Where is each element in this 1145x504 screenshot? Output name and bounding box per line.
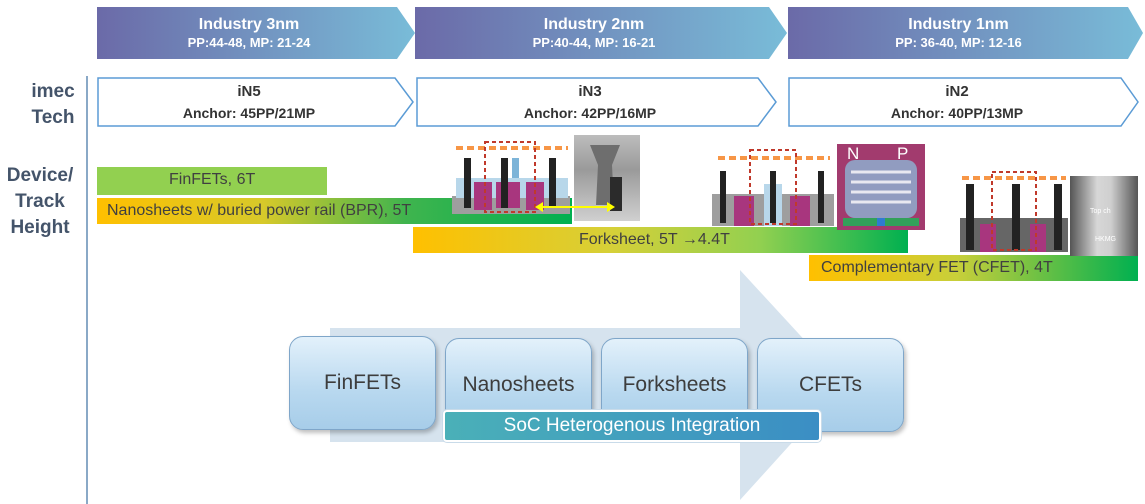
chevron-label: Industry 2nm PP:40-44, MP: 16-21 (415, 15, 773, 51)
device-bar-finfet: FinFETs, 6T (97, 167, 327, 195)
row-label-line: Height (10, 217, 70, 238)
industry-node-pitch: PP:44-48, MP: 21-24 (187, 35, 311, 50)
row-label-line: Device/ (6, 165, 74, 186)
chevron-label: iN5 Anchor: 45PP/21MP (97, 81, 401, 123)
row-label-device-track: Device/ Track Height (0, 163, 80, 241)
nanosheet-device-schematic (452, 141, 570, 214)
tem-label-p: P (897, 144, 909, 163)
device-bar-label: FinFETs, 6T (169, 171, 256, 188)
row-label-imec-tech: imec Tech (18, 79, 88, 131)
industry-chevron-2nm: Industry 2nm PP:40-44, MP: 16-21 (415, 7, 787, 59)
industry-node-pitch: PP:40-44, MP: 16-21 (532, 35, 656, 50)
cfet-device-schematic (960, 171, 1068, 252)
roadmap-card-label: Nanosheets (462, 373, 575, 396)
industry-chevron-3nm: Industry 3nm PP:44-48, MP: 21-24 (97, 7, 415, 59)
row-label-line: Track (15, 191, 65, 212)
chevron-outline (97, 77, 414, 127)
soc-integration-banner: SoC Heterogenous Integration (443, 410, 821, 442)
forksheet-device-schematic (712, 149, 834, 226)
imec-node-anchor: Anchor: 45PP/21MP (182, 105, 316, 121)
device-bar-label: Forksheet, 5T →4.4T (579, 231, 730, 248)
device-bar-cfet: Complementary FET (CFET), 4T (809, 255, 1138, 281)
soc-integration-label: SoC Heterogenous Integration (503, 415, 761, 436)
tem-structure (590, 145, 622, 211)
roadmap-card-label: Forksheets (622, 373, 727, 396)
roadmap-card-label: CFETs (799, 373, 862, 396)
device-bar-label: Complementary FET (CFET), 4T (821, 259, 1053, 276)
imec-chevron-in2: iN2 Anchor: 40PP/13MP (788, 77, 1140, 127)
tem-label-n: N (847, 144, 860, 163)
imec-chevron-in3: iN3 Anchor: 42PP/16MP (416, 77, 778, 127)
imec-chevron-in5: iN5 Anchor: 45PP/21MP (97, 77, 415, 127)
chevron-label: iN3 Anchor: 42PP/16MP (416, 81, 764, 123)
industry-chevron-1nm: Industry 1nm PP: 36-40, MP: 12-16 (788, 7, 1143, 59)
chevron-shape (97, 7, 415, 59)
chevron-outline (788, 77, 1139, 127)
chevron-shape (788, 7, 1143, 59)
timeline-divider (86, 76, 88, 504)
industry-node-pitch: PP: 36-40, MP: 12-16 (895, 35, 1022, 50)
industry-node-title: Industry 1nm (908, 16, 1009, 33)
imec-node-title: iN5 (237, 83, 261, 100)
chevron-shape (415, 7, 787, 59)
tem-structure (843, 160, 919, 226)
row-label-line: Tech (31, 107, 75, 128)
chevron-outline (416, 77, 777, 127)
industry-node-title: Industry 2nm (543, 16, 645, 33)
row-label-line: imec (31, 81, 75, 102)
tem-label-bottom: HKMG (1095, 236, 1116, 243)
roadmap-card-finfets: FinFETs (289, 336, 436, 430)
imec-node-anchor: Anchor: 40PP/13MP (890, 105, 1024, 121)
cfet-tem-image: Top ch HKMG (1070, 176, 1138, 256)
chevron-label: Industry 1nm PP: 36-40, MP: 12-16 (788, 15, 1129, 51)
imec-node-title: iN3 (578, 83, 602, 100)
device-bar-label: Nanosheets w/ buried power rail (BPR), 5… (107, 202, 412, 219)
tem-label-top: Top ch (1090, 208, 1111, 215)
imec-node-anchor: Anchor: 42PP/16MP (523, 105, 657, 121)
chevron-label: Industry 3nm PP:44-48, MP: 21-24 (97, 15, 401, 51)
spacing-double-arrow (535, 202, 615, 212)
roadmap-card-label: FinFETs (323, 371, 401, 394)
chevron-label: iN2 Anchor: 40PP/13MP (788, 81, 1126, 123)
imec-node-title: iN2 (945, 83, 969, 100)
industry-node-title: Industry 3nm (198, 16, 300, 33)
forksheet-tem-image: N P (837, 144, 925, 230)
device-bar-forksheet: Forksheet, 5T →4.4T (413, 227, 908, 253)
